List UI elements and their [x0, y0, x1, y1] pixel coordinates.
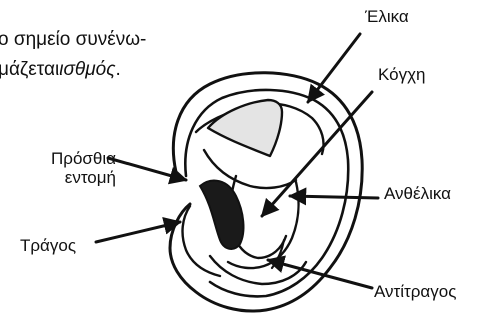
arrow-helix [308, 34, 360, 102]
arrow-tragus [96, 222, 180, 242]
label-concha: Κόγχη [378, 66, 425, 85]
label-anterior-notch-line2: εντομή [6, 169, 116, 188]
ear-canal [200, 181, 243, 249]
arrow-antitragus [268, 260, 372, 288]
triangular-fossa [208, 100, 282, 156]
antitragus-outline [210, 256, 306, 284]
label-helix: Έλικα [365, 8, 409, 27]
label-tragus: Τράγος [20, 237, 76, 256]
label-antihelix: Ανθέλικα [384, 185, 451, 204]
arrow-antihelix [290, 196, 378, 198]
label-anterior-notch-line1: Πρόσθια [6, 150, 116, 169]
label-anterior-notch: Πρόσθια εντομή [6, 150, 116, 187]
label-antitragus: Αντίτραγος [374, 283, 456, 302]
